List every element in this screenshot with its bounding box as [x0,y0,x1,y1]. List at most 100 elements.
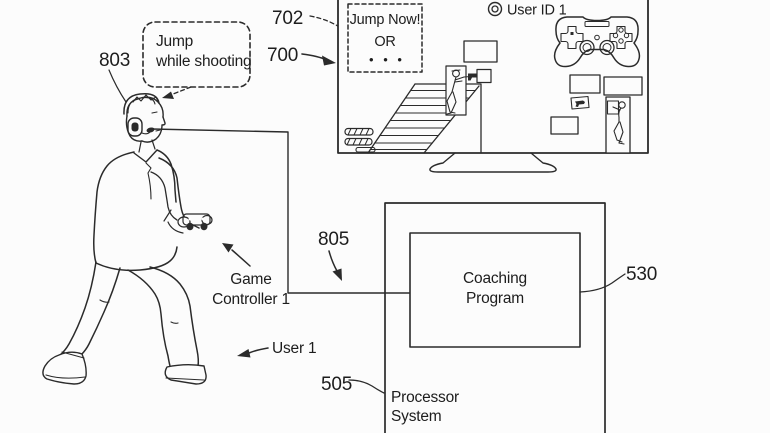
game-controller-label: Game Controller 1 [212,243,290,308]
front-leg-rear [127,269,171,367]
score-bar-small [355,146,376,153]
game-controller-arrow [231,249,251,267]
prompt-box-outline [347,3,423,73]
stairs-steps [369,89,476,151]
user-label-text: User 1 [272,340,316,357]
handheld-controller-icon [182,213,211,231]
user-label-arrow [248,347,269,354]
ref-803-leader [108,69,127,103]
jacket-back [93,151,135,264]
speech-bubble: Jump while shooting [142,21,252,99]
gamepad-dpad-center [570,32,574,35]
user-id-icon-inner [491,5,499,13]
gamepad-stick-left-top [582,43,592,52]
jacket-zip [145,162,152,200]
game-scene-stairs [367,83,482,154]
game-controller-label-line1: Game [230,271,271,288]
controller-grip-left [186,222,194,231]
ref-700-label: 700 [267,45,298,66]
weapon-icon-box [570,95,590,110]
processor-box-outline [384,202,606,433]
jacket-front [156,149,177,203]
coaching-label-line2: Program [466,290,524,307]
score-bar-hatch [347,128,370,136]
game-character-gun [468,73,477,81]
ref-530-leader [579,273,626,293]
hud-panels [550,74,643,154]
hud-window-bottom [550,116,579,135]
inset-person-head [618,101,626,109]
ref-805-leader [328,250,338,272]
ref-702-label: 702 [272,8,303,29]
prompt-line1: Jump Now! [350,12,421,28]
back-leg-front [80,267,121,356]
user-figure [42,92,213,385]
headset-band-outer [123,92,160,115]
headset-mic [146,127,155,133]
stairs-edges [367,83,482,154]
coaching-box-outline [409,232,581,348]
speech-bubble-line2: while shooting [155,53,251,70]
jacket-sleeve-outer [158,157,200,229]
user-id-badge: User ID 1 [487,1,567,19]
controller-button [201,217,205,221]
speech-bubble-tail-arrowhead [162,91,174,99]
ref-805-label: 805 [318,229,349,250]
user-id-text: User ID 1 [507,3,567,19]
gamepad-stick-left [579,39,595,56]
prompt-ellipsis: • • • [369,52,405,67]
jacket-cuff [163,209,184,234]
front-shoe [164,364,207,385]
controller-body [182,213,211,226]
front-leg-front [149,266,200,367]
ref-530-label: 530 [626,264,657,285]
gamepad-button [618,38,624,44]
prompt-line2: OR [374,34,395,50]
headset-earcup-pad [131,122,139,132]
back-leg-rear [58,261,97,357]
game-controller-label-line2: Controller 1 [212,291,290,308]
weapon-icon-gun [575,100,585,107]
back-shoe-sole [45,351,86,379]
game-controller-arrowhead [222,243,234,253]
speech-bubble-line1: Jump [156,33,193,50]
gamepad-button [612,32,619,39]
ref-505-leader [348,379,385,394]
coaching-label-line1: Coaching [463,270,527,287]
hud-window-left [569,74,601,94]
jacket-collar [133,149,158,163]
headset-icon [123,92,160,137]
jacket-hem [95,246,178,272]
user-jacket [93,149,200,272]
player-video-inset [605,96,631,154]
gamepad-dpad [560,25,584,50]
controller-grip-right [200,222,208,231]
user-label: User 1 [237,340,317,358]
controller-button [188,217,192,221]
coaching-program-box: Coaching Program 530 [409,232,657,348]
processor-label-line2: System [391,408,441,425]
hud-window-center [463,40,498,63]
gamepad-home-button [594,34,600,41]
user-label-arrowhead [237,349,251,358]
user-jaw [125,115,143,142]
tv-stand [429,152,557,173]
tv-display: Jump Now! OR • • • User ID 1 [337,0,649,173]
headset-wire [151,128,411,294]
front-shoe-sole [165,377,205,381]
player-video-inset-window [606,100,620,115]
gamepad-button [618,27,624,33]
jacket-sleeve-inner [150,171,178,221]
weapon-icon [570,95,590,110]
score-bar [344,127,374,136]
user-face-details [151,111,161,132]
ref-805-arrowhead [332,268,342,281]
trouser-wrinkles [99,299,179,324]
user-neck [138,139,156,153]
gamepad-center-panel [584,21,610,27]
game-character [445,65,492,116]
ref-505-label: 505 [321,374,352,395]
score-bars [344,127,376,153]
